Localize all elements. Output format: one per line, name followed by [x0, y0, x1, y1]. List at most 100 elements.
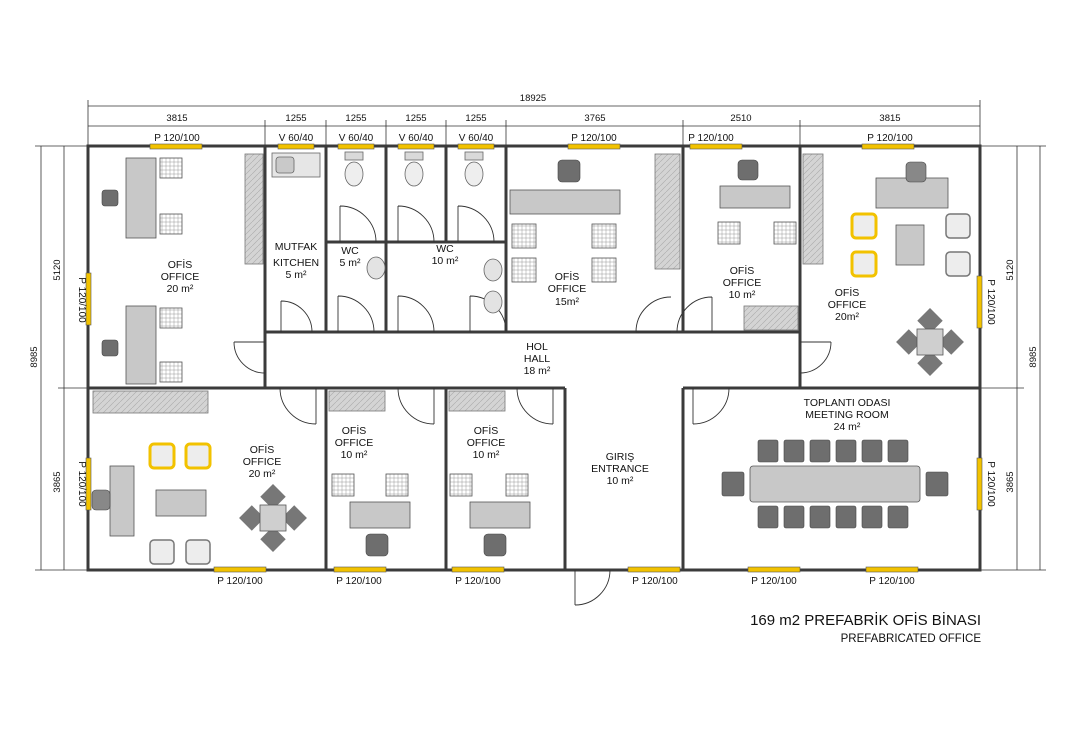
chair: [887, 505, 909, 529]
svg-text:18 m²: 18 m²: [524, 365, 551, 377]
room-label-office-5: OFİS OFFICE 20 m²: [243, 443, 282, 480]
window: [567, 143, 621, 150]
armchair: [148, 442, 176, 470]
window: [457, 143, 495, 150]
door: [676, 296, 713, 333]
door: [516, 387, 554, 425]
cabinet: [244, 153, 264, 265]
svg-text:OFFICE: OFFICE: [467, 437, 506, 449]
room-label-kitchen: MUTFAK KITCHEN 5 m²: [273, 241, 319, 281]
doors: [233, 205, 832, 606]
svg-text:OFİS: OFİS: [342, 424, 367, 437]
cabinet: [448, 390, 506, 412]
svg-text:20 m²: 20 m²: [249, 468, 276, 480]
door: [457, 205, 495, 243]
chair: [101, 189, 119, 207]
chair: [861, 505, 883, 529]
svg-text:15m²: 15m²: [555, 296, 579, 308]
desk: [719, 185, 791, 209]
cabinet: [654, 153, 681, 270]
washbasin-icon: [483, 290, 503, 314]
window-label: P 120/100: [751, 576, 797, 587]
window: [333, 566, 387, 573]
room-label-hall: HOL HALL 18 m²: [524, 341, 551, 377]
window-label: P 120/100: [688, 133, 734, 144]
chair: [809, 439, 831, 463]
door: [635, 296, 672, 333]
windows: [85, 143, 983, 573]
dim-top-segment: 1255: [465, 113, 486, 124]
dim-left-upper: 5120: [52, 259, 63, 280]
dim-total-width: 18925: [520, 93, 546, 104]
meeting-chairs: [721, 439, 949, 529]
svg-text:5 m²: 5 m²: [286, 269, 308, 281]
svg-text:5 m²: 5 m²: [340, 257, 362, 269]
armchair: [185, 539, 211, 565]
window: [213, 566, 267, 573]
svg-text:20 m²: 20 m²: [167, 283, 194, 295]
chair: [925, 471, 949, 497]
table: [259, 504, 287, 532]
chair: [239, 505, 265, 531]
svg-text:WC: WC: [436, 243, 454, 255]
visitor-chair: [511, 223, 537, 249]
svg-text:10 m²: 10 m²: [729, 289, 756, 301]
svg-text:MUTFAK: MUTFAK: [275, 241, 318, 253]
visitor-chair: [511, 257, 537, 283]
window: [337, 143, 375, 150]
visitor-chair: [591, 223, 617, 249]
plan-title: 169 m2 PREFABRİK OFİS BİNASI: [750, 611, 981, 629]
door: [339, 205, 377, 243]
coffee-table: [895, 224, 925, 266]
door: [280, 300, 313, 333]
svg-text:OFFICE: OFFICE: [335, 437, 374, 449]
svg-text:10 m²: 10 m²: [607, 475, 634, 487]
armchair: [850, 250, 878, 278]
walls: [86, 144, 982, 572]
window-label: P 120/100: [571, 133, 617, 144]
chair: [783, 439, 805, 463]
room-label-wc-1: WC 5 m²: [340, 245, 362, 269]
armchair: [184, 442, 212, 470]
window: [85, 457, 92, 511]
dim-top-segment: 1255: [405, 113, 426, 124]
window: [149, 143, 203, 150]
room-label-office-1: OFİS OFFICE 20 m²: [161, 258, 200, 295]
svg-text:OFİS: OFİS: [555, 270, 580, 283]
window-label: P 120/100: [985, 279, 996, 325]
chair: [905, 161, 927, 183]
window: [861, 143, 915, 150]
svg-text:HOL: HOL: [526, 341, 548, 353]
window-label: V 60/40: [279, 133, 314, 144]
svg-text:24 m²: 24 m²: [834, 421, 861, 433]
dim-top-segment: 3815: [166, 113, 187, 124]
visitor-chair: [773, 221, 797, 245]
cabinet: [92, 390, 209, 414]
window-label: P 120/100: [217, 576, 263, 587]
door: [397, 295, 435, 333]
room-label-office-6: OFİS OFFICE 10 m²: [335, 424, 374, 461]
visitor-chair: [331, 473, 355, 497]
desk: [125, 305, 157, 385]
visitor-chair: [449, 473, 473, 497]
window-label: P 120/100: [985, 461, 996, 507]
desk: [509, 189, 621, 215]
washbasin-icon: [366, 256, 386, 280]
desks: [109, 157, 949, 537]
svg-text:OFİS: OFİS: [474, 424, 499, 437]
table: [916, 328, 944, 356]
door: [279, 387, 317, 425]
chair: [260, 526, 286, 552]
visitor-chairs: [159, 157, 797, 497]
chair: [101, 339, 119, 357]
window: [397, 143, 435, 150]
armchair: [945, 213, 971, 239]
svg-text:ENTRANCE: ENTRANCE: [591, 463, 649, 475]
svg-text:OFİS: OFİS: [168, 258, 193, 271]
desk: [875, 177, 949, 209]
toilet-icon: [404, 161, 424, 187]
svg-text:OFİS: OFİS: [730, 264, 755, 277]
window-label: P 120/100: [867, 133, 913, 144]
